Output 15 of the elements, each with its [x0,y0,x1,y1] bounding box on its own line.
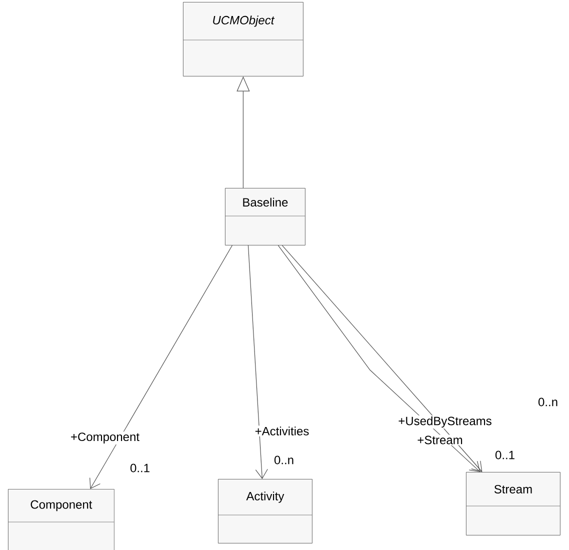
role-label: +UsedByStreams [397,415,493,429]
class-box: Component [8,489,114,550]
class-box: UCMObject [182,2,304,76]
class-box: Baseline [224,188,306,246]
association-arrow [90,245,232,489]
multiplicity-label: 0..1 [494,450,516,460]
multiplicity-label: 0..1 [129,462,152,474]
association-arrow [248,245,268,479]
role-label: +Component [69,432,141,444]
role-label: +Stream [416,434,464,446]
class-box: Stream [466,472,560,536]
multiplicity-label: 0..n [273,454,296,466]
role-label: +Activities [254,426,310,436]
class-box: Activity [218,479,312,544]
multiplicity-label: 0..n [537,396,560,408]
